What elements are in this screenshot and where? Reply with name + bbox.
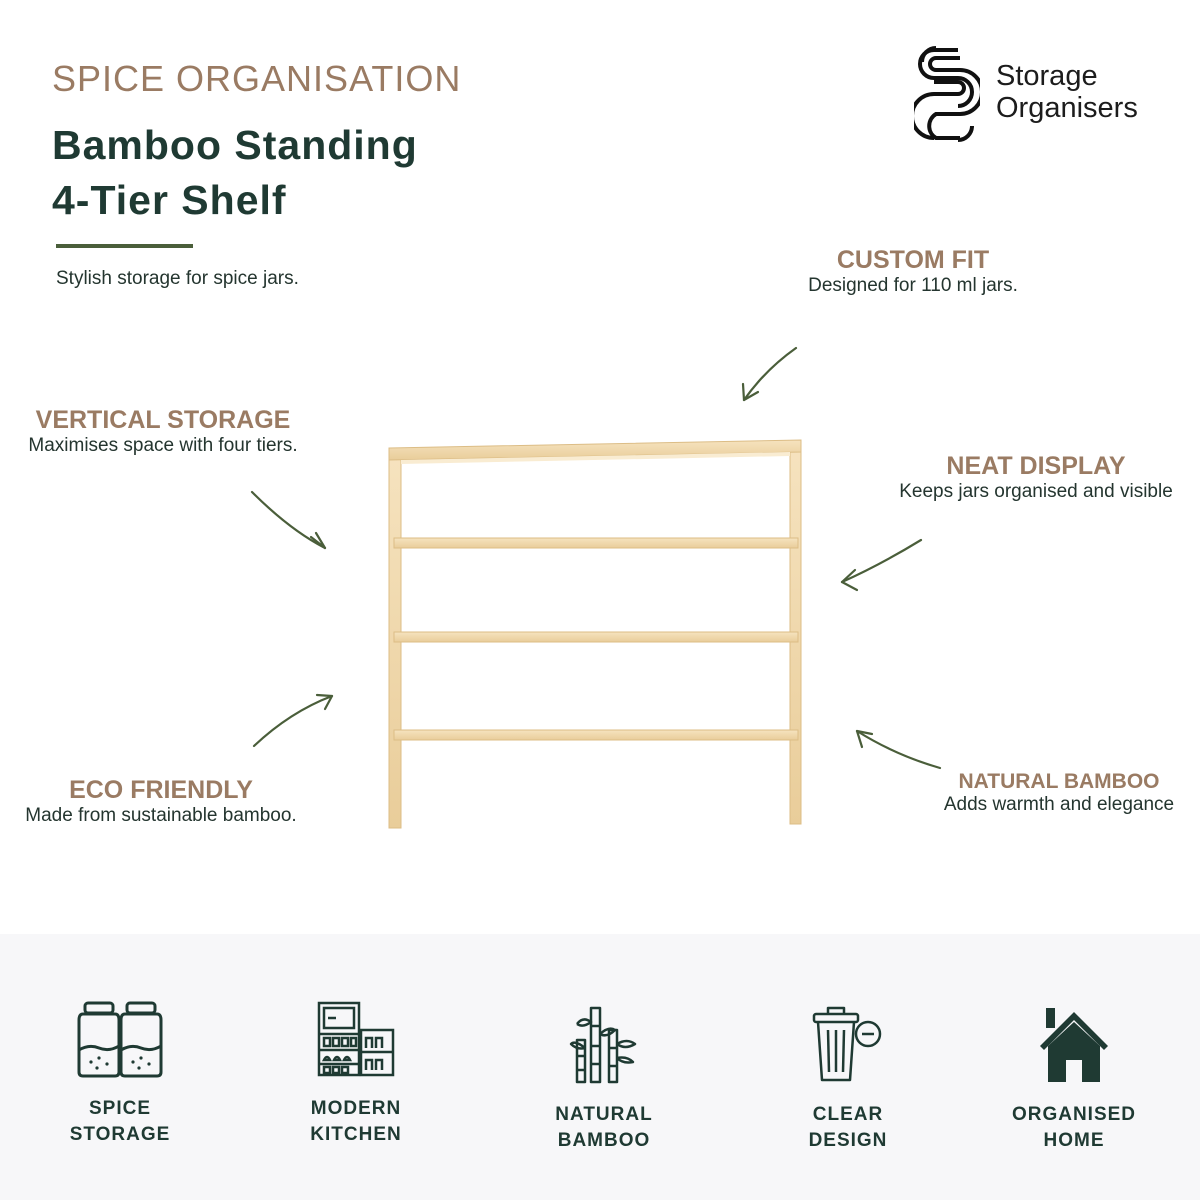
- brand-name-line1: Storage: [996, 60, 1098, 92]
- feature-neat-display: NEAT DISPLAY Keeps jars organised and vi…: [880, 452, 1192, 503]
- product-title-line1: Bamboo Standing: [52, 122, 418, 168]
- arrow-natural-bamboo: [855, 729, 942, 770]
- bamboo-shelf-illustration: [388, 439, 802, 829]
- feature-vertical-storage-title: VERTICAL STORAGE: [35, 406, 291, 434]
- benefit-line1: MODERN: [310, 1098, 402, 1119]
- tagline: Stylish storage for spice jars.: [56, 268, 299, 289]
- shelf-inner-top: [401, 452, 790, 464]
- feature-custom-fit: CUSTOM FIT Designed for 110 ml jars.: [780, 246, 1046, 297]
- bamboo-icon: [569, 1006, 637, 1084]
- shelf-rail-3: [393, 729, 799, 741]
- feature-vertical-storage: VERTICAL STORAGE Maximises space with fo…: [8, 406, 318, 457]
- benefit-line2: DESIGN: [808, 1130, 888, 1151]
- feature-vertical-storage-desc: Maximises space with four tiers.: [28, 435, 298, 456]
- benefit-modern-kitchen: MODERN KITCHEN: [256, 1000, 456, 1148]
- house-icon: [1040, 1008, 1108, 1082]
- brand-name: Storage Organisers: [996, 60, 1138, 124]
- shelf-top-rail: [388, 439, 802, 461]
- feature-eco-friendly: ECO FRIENDLY Made from sustainable bambo…: [16, 776, 306, 827]
- feature-natural-bamboo: NATURAL BAMBOO Adds warmth and elegance: [926, 770, 1192, 816]
- brand-name-line2: Organisers: [996, 92, 1138, 124]
- category-eyebrow: SPICE ORGANISATION: [52, 58, 462, 99]
- spice-jars-icon: [77, 1001, 163, 1078]
- feature-eco-friendly-title: ECO FRIENDLY: [69, 776, 253, 804]
- arrow-vertical-storage: [250, 490, 327, 550]
- benefit-line1: SPICE: [88, 1098, 152, 1119]
- benefit-spice-storage: SPICE STORAGE: [20, 1000, 220, 1148]
- shelf-rail-1: [393, 537, 799, 549]
- benefit-line2: BAMBOO: [557, 1130, 651, 1151]
- kitchen-shelves-icon: [317, 1001, 395, 1077]
- benefit-clear-design: CLEAR DESIGN: [748, 1004, 948, 1154]
- feature-natural-bamboo-title: NATURAL BAMBOO: [958, 770, 1160, 793]
- feature-natural-bamboo-desc: Adds warmth and elegance: [943, 794, 1175, 815]
- feature-eco-friendly-desc: Made from sustainable bamboo.: [25, 805, 297, 826]
- title-divider: [56, 244, 193, 248]
- benefit-line2: KITCHEN: [310, 1124, 402, 1145]
- shelf-rail-2: [393, 631, 799, 643]
- feature-neat-display-desc: Keeps jars organised and visible: [899, 481, 1173, 502]
- feature-neat-display-title: NEAT DISPLAY: [946, 452, 1126, 480]
- benefit-clear-design-label: CLEAR DESIGN: [748, 1102, 948, 1154]
- benefit-spice-storage-label: SPICE STORAGE: [20, 1096, 220, 1148]
- benefit-modern-kitchen-label: MODERN KITCHEN: [256, 1096, 456, 1148]
- interlinked-s-icon: [914, 46, 980, 142]
- trash-bin-icon: [812, 1006, 882, 1082]
- arrow-neat-display: [840, 538, 923, 592]
- benefit-natural-bamboo: NATURAL BAMBOO: [504, 1004, 704, 1154]
- benefit-organised-home: ORGANISED HOME: [974, 1004, 1174, 1154]
- feature-custom-fit-title: CUSTOM FIT: [836, 246, 990, 274]
- product-title-line2: 4-Tier Shelf: [52, 177, 287, 223]
- benefit-line1: ORGANISED: [1011, 1104, 1137, 1125]
- feature-custom-fit-desc: Designed for 110 ml jars.: [808, 275, 1018, 296]
- benefit-line2: HOME: [1043, 1130, 1105, 1151]
- benefit-natural-bamboo-label: NATURAL BAMBOO: [504, 1102, 704, 1154]
- callout-arrows: [250, 346, 942, 770]
- arrow-eco-friendly: [252, 693, 334, 748]
- product-title: Bamboo Standing 4-Tier Shelf: [52, 118, 418, 228]
- benefit-organised-home-label: ORGANISED HOME: [974, 1102, 1174, 1154]
- benefit-line1: CLEAR: [812, 1104, 884, 1125]
- arrow-custom-fit: [741, 346, 798, 402]
- benefit-line2: STORAGE: [69, 1124, 171, 1145]
- benefit-line1: NATURAL: [555, 1104, 653, 1125]
